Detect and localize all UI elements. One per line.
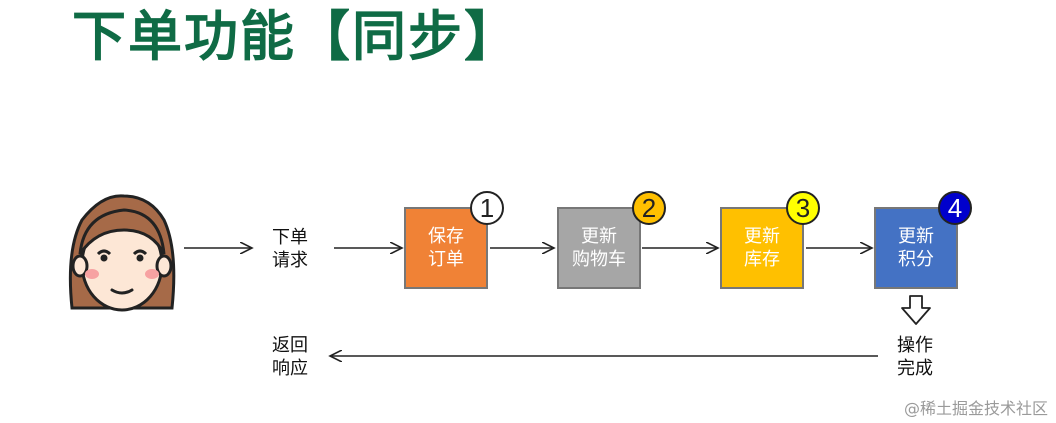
response-label: 返回 响应 <box>272 335 308 379</box>
request-label: 下单 请求 <box>272 227 308 271</box>
user-avatar-icon <box>68 194 176 312</box>
page-title: 下单功能【同步】 <box>72 5 520 68</box>
step-save-order: 保存 订单 <box>404 207 488 289</box>
step-label: 更新 购物车 <box>572 226 626 270</box>
watermark: @稀土掘金技术社区 <box>903 399 1048 418</box>
step-label: 更新 库存 <box>744 226 780 270</box>
step-number-badge: 3 <box>786 191 820 225</box>
down-arrow-icon <box>901 295 931 325</box>
step-update-points: 更新 积分 <box>874 207 958 289</box>
step-number-badge: 2 <box>632 191 666 225</box>
step-update-cart: 更新 购物车 <box>557 207 641 289</box>
step-update-inventory: 更新 库存 <box>720 207 804 289</box>
step-number-badge: 1 <box>470 191 504 225</box>
step-label: 保存 订单 <box>428 226 464 270</box>
done-label: 操作 完成 <box>897 335 933 379</box>
step-label: 更新 积分 <box>898 226 934 270</box>
step-number-badge: 4 <box>938 191 972 225</box>
